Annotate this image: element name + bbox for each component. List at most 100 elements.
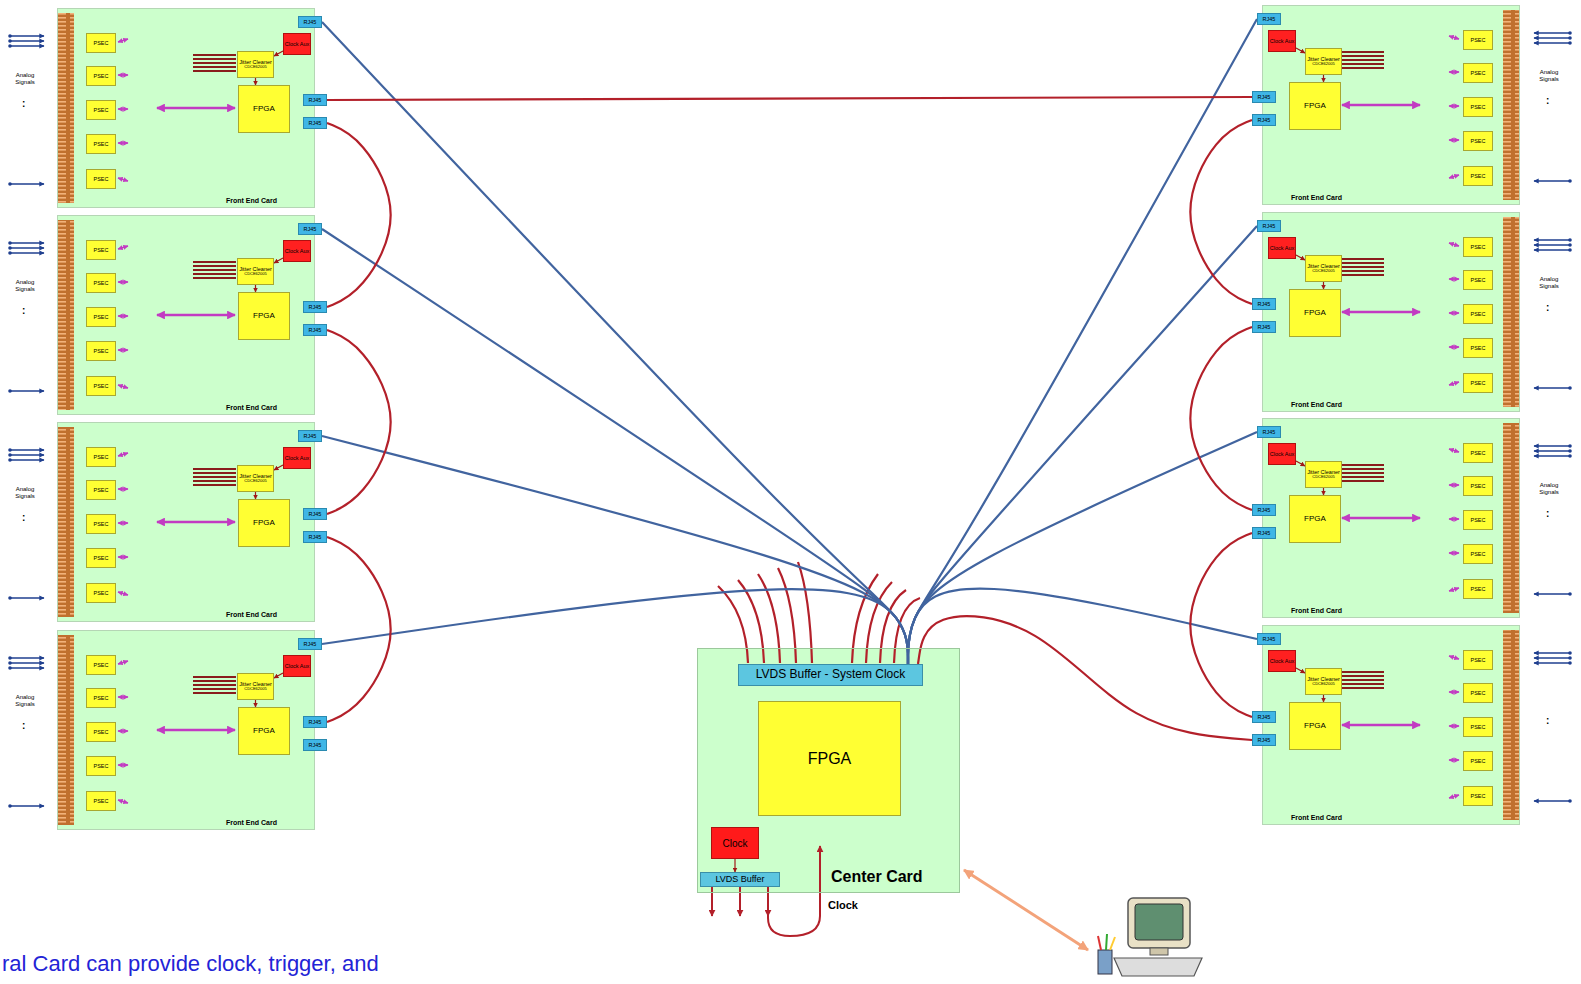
part-number: CDCE62005	[1312, 682, 1334, 686]
clock-bus-line	[193, 484, 236, 486]
signal-group-label: Analog Signals	[6, 72, 44, 86]
pen-cup	[1098, 950, 1112, 974]
jitter-cleaner-box: Jitter CleanerCDCE62005	[237, 51, 274, 78]
rj45-port: RJ45	[1252, 711, 1276, 723]
box-label: RJ45	[309, 304, 322, 310]
jitter-cleaner-box: Jitter CleanerCDCE62005	[237, 258, 274, 285]
edge-connector	[1503, 10, 1520, 200]
ellipsis-mark: :	[22, 512, 25, 524]
box-label: PSEC	[94, 247, 109, 253]
box-label: PSEC	[94, 40, 109, 46]
psec-chip: PSEC	[1463, 650, 1493, 670]
clock-arrow	[255, 492, 256, 499]
psec-link-arrow	[1449, 588, 1459, 591]
psec-chip: PSEC	[86, 100, 116, 120]
label-anchor: :	[1546, 715, 1549, 727]
fpga-box: FPGA	[238, 707, 290, 755]
signal-input-arrow	[10, 40, 44, 41]
label-anchor: ral Card can provide clock, trigger, and	[2, 951, 379, 976]
front-end-card: Front End CardPSECPSECPSECPSECPSECClock …	[57, 8, 315, 208]
signal-dot	[8, 389, 12, 393]
clock-aux-box: Clock Aux	[1268, 30, 1296, 52]
clock-output-arrow	[711, 887, 713, 916]
box-label: RJ45	[309, 719, 322, 725]
system-clock-cable	[322, 436, 908, 664]
clock-arrow	[1296, 668, 1305, 673]
ellipsis-mark: :	[22, 720, 25, 732]
box-label: PSEC	[94, 107, 109, 113]
psec-link-arrow	[118, 764, 128, 766]
psec-link-arrow	[118, 142, 128, 144]
center-card: Center CardLVDS Buffer - System ClockFPG…	[697, 648, 960, 893]
data-bus-arrow	[1342, 724, 1420, 727]
psec-chip: PSEC	[1463, 443, 1493, 463]
psec-chip: PSEC	[1463, 166, 1493, 186]
box-label: PSEC	[1471, 724, 1486, 730]
jitter-cleaner-box: Jitter CleanerCDCE62005	[237, 465, 274, 492]
rj45-port: RJ45	[298, 638, 322, 650]
clock-bus-line	[1341, 51, 1384, 53]
signal-dot	[8, 39, 12, 43]
box-label: PSEC	[94, 348, 109, 354]
psec-link-arrow	[118, 453, 128, 456]
clock-bus-line	[193, 66, 236, 68]
monitor	[1128, 898, 1190, 948]
computer-link-arrow	[964, 870, 1088, 950]
daisy-chain-cable	[327, 330, 391, 514]
clock-bus-line	[1341, 270, 1384, 272]
front-end-card: Front End CardPSECPSECPSECPSECPSECClock …	[1262, 5, 1520, 205]
clock-arrow	[274, 673, 283, 678]
psec-chip: PSEC	[1463, 304, 1493, 324]
box-label: PSEC	[1471, 244, 1486, 250]
box-label: PSEC	[1471, 758, 1486, 764]
psec-chip: PSEC	[86, 791, 116, 811]
screen	[1135, 904, 1183, 940]
ellipsis-mark: :	[1546, 302, 1549, 314]
psec-chip: PSEC	[86, 376, 116, 396]
label-anchor: Analog Signals	[1530, 276, 1568, 290]
box-label: FPGA	[1304, 102, 1326, 111]
signal-dot	[1568, 444, 1572, 448]
pen	[1106, 934, 1107, 950]
label-anchor: Analog Signals	[6, 694, 44, 708]
label-anchor: :	[1546, 508, 1549, 520]
rj45-port: RJ45	[1252, 91, 1276, 103]
psec-chip: PSEC	[86, 240, 116, 260]
psec-chip: PSEC	[1463, 338, 1493, 358]
clock-arrow	[255, 285, 256, 292]
signal-dot	[1568, 656, 1572, 660]
label-anchor: Analog Signals	[1530, 69, 1568, 83]
clock-bus-line	[193, 62, 236, 64]
rj45-port: RJ45	[303, 117, 327, 129]
psec-chip: PSEC	[1463, 544, 1493, 564]
clock-bus-line	[1341, 55, 1384, 57]
psec-chip: PSEC	[86, 756, 116, 776]
signal-input-arrow	[10, 183, 44, 184]
psec-link-arrow	[1449, 484, 1459, 486]
clock-bus-line	[1341, 687, 1384, 689]
psec-link-arrow	[118, 39, 128, 42]
ellipsis-mark: :	[1546, 95, 1549, 107]
psec-chip: PSEC	[86, 514, 116, 534]
data-bus-arrow	[157, 314, 235, 317]
daisy-chain-cable	[1190, 120, 1252, 304]
signal-dot	[1568, 243, 1572, 247]
clock-bus-line	[1341, 679, 1384, 681]
box-label: Front End Card	[1291, 607, 1342, 614]
signal-input-arrow	[1534, 180, 1570, 181]
signal-dot	[1568, 31, 1572, 35]
part-number: CDCE62005	[244, 479, 266, 483]
psec-chip: PSEC	[1463, 63, 1493, 83]
clock-bus-line	[193, 58, 236, 60]
signal-dot	[1568, 454, 1572, 458]
psec-chip: PSEC	[86, 341, 116, 361]
psec-chip: PSEC	[1463, 751, 1493, 771]
edge-connector	[57, 220, 74, 410]
clock-bus-line	[193, 269, 236, 271]
part-number: CDCE62005	[1312, 269, 1334, 273]
box-label: RJ45	[1258, 737, 1271, 743]
clock-aux-box: Clock Aux	[283, 655, 311, 677]
signal-input-arrow	[1534, 657, 1570, 658]
psec-chip: PSEC	[86, 273, 116, 293]
clock-bus-line	[1341, 266, 1384, 268]
